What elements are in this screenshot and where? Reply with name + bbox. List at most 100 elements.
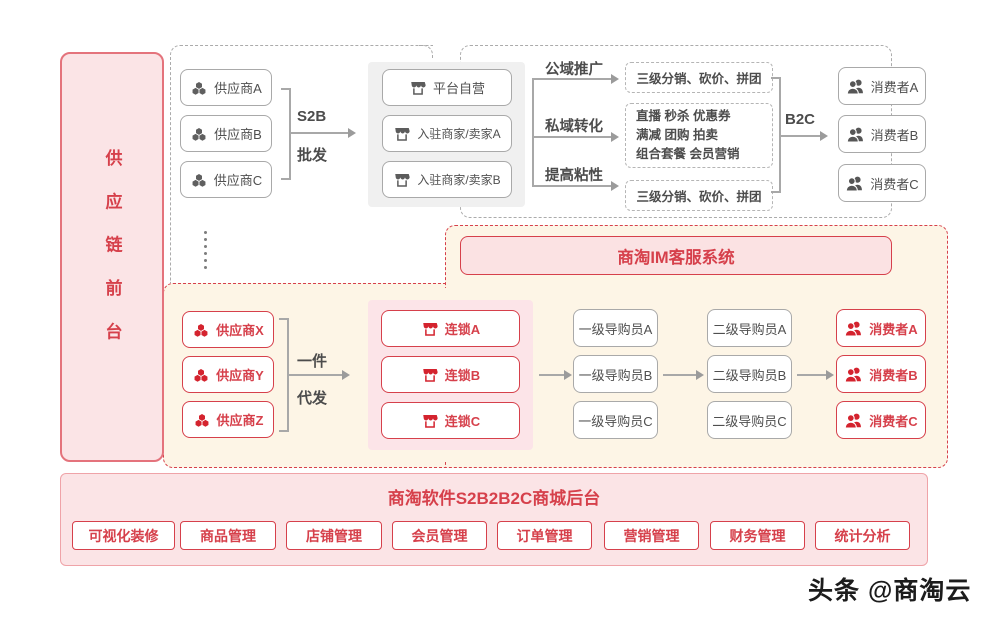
b2c-bracket-stub-bottom	[771, 191, 779, 193]
chain-b-box: 连锁B	[381, 356, 520, 393]
guide-level1-b-label: 一级导购员B	[578, 367, 653, 383]
consumer-b-label-top: 消费者B	[870, 127, 919, 143]
chain-a-label: 连锁A	[444, 322, 481, 337]
consumers-icon	[846, 77, 865, 96]
consumers-icon	[844, 411, 863, 430]
im-customer-service-banner: 商淘IM客服系统	[460, 236, 892, 275]
distribution-promo-box-top: 三级分销、砍价、拼团	[625, 62, 773, 93]
settled-merchant-a-box: 入驻商家/卖家A	[382, 115, 512, 152]
guide-level2-b-box: 二级导购员B	[707, 355, 792, 393]
consumers-icon	[846, 125, 865, 144]
b2c-arrow	[779, 131, 828, 141]
s2b-label-line1: S2B	[297, 108, 327, 125]
settled-merchant-b-label: 入驻商家/卖家B	[417, 173, 501, 187]
guide-level2-a-label: 二级导购员A	[712, 321, 787, 337]
supplier-y-box: 供应商Y	[182, 356, 274, 393]
storefront-icon	[393, 125, 411, 143]
stickiness-label: 提高粘性	[545, 168, 603, 184]
s2b-bracket-stub-top	[281, 88, 289, 90]
module-product-management: 商品管理	[180, 521, 276, 550]
continuation-dots	[204, 231, 207, 269]
platform-self-operated-box: 平台自营	[382, 69, 512, 106]
private-domain-arrow	[532, 132, 619, 142]
guide-level1-b-box: 一级导购员B	[573, 355, 658, 393]
im-customer-service-label: 商淘IM客服系统	[617, 248, 735, 267]
platform-self-operated-label: 平台自营	[432, 81, 485, 96]
b2c-bracket-stub-top	[771, 77, 779, 79]
chain-to-guide1-arrow	[539, 370, 572, 380]
consumer-c-label-top: 消费者C	[870, 176, 919, 192]
guide2-to-consumer-arrow	[797, 370, 834, 380]
storefront-icon	[421, 320, 439, 338]
supplier-z-box: 供应商Z	[182, 401, 274, 438]
s2b-arrow	[289, 128, 356, 138]
b2c-label: B2C	[785, 111, 816, 128]
module-statistics-analysis: 统计分析	[815, 521, 910, 550]
module-member-management: 会员管理	[392, 521, 487, 550]
guide-level1-a-box: 一级导购员A	[573, 309, 658, 347]
branch-trunk-line	[532, 79, 534, 187]
consumers-icon	[844, 365, 863, 384]
s2b-bracket-line	[289, 88, 291, 180]
supplier-x-box: 供应商X	[182, 311, 274, 348]
supplier-z-label: 供应商Z	[216, 413, 264, 428]
module-finance-management: 财务管理	[710, 521, 805, 550]
marketing-tools-line3: 组合套餐 会员营销	[636, 146, 740, 161]
distribution-promo-top-label: 三级分销、砍价、拼团	[636, 72, 762, 86]
stickiness-arrow	[532, 181, 619, 191]
guide-level2-c-box: 二级导购员C	[707, 401, 792, 439]
backend-panel: 商淘软件S2B2B2C商城后台	[60, 473, 928, 566]
top-left-dashed-container-corner	[419, 45, 433, 58]
backend-title: 商淘软件S2B2B2C商城后台	[387, 489, 601, 508]
consumer-a-label-middle: 消费者A	[869, 321, 918, 337]
distribution-promo-bottom-label: 三级分销、砍价、拼团	[636, 190, 762, 204]
consumer-b-box-top: 消费者B	[838, 115, 926, 153]
marketing-tools-line1: 直播 秒杀 优惠券	[636, 109, 731, 124]
supplier-a-label: 供应商A	[214, 81, 262, 96]
consumer-a-box-middle: 消费者A	[836, 309, 926, 347]
supplier-y-label: 供应商Y	[216, 368, 264, 383]
dropship-bracket-stub-bottom	[279, 430, 287, 432]
supplier-cubes-icon	[190, 171, 208, 189]
consumer-c-box-top: 消费者C	[838, 164, 926, 202]
module-order-management: 订单管理	[497, 521, 592, 550]
private-domain-label: 私域转化	[545, 119, 603, 135]
consumer-c-label-middle: 消费者C	[869, 413, 918, 429]
supplier-c-label: 供应商C	[213, 173, 263, 188]
dropship-label-line1: 一件	[297, 353, 328, 370]
supplier-cubes-icon	[190, 125, 208, 143]
guide-level1-c-label: 一级导购员C	[578, 413, 653, 429]
supply-chain-front-desk-label: 供应链前台	[102, 148, 122, 366]
chain-b-label: 连锁B	[444, 368, 481, 383]
guide-level2-b-label: 二级导购员B	[712, 367, 787, 383]
settled-merchant-b-box: 入驻商家/卖家B	[382, 161, 512, 198]
guide-level2-c-label: 二级导购员C	[712, 413, 787, 429]
settled-merchant-a-label: 入驻商家/卖家A	[417, 127, 501, 141]
marketing-tools-box: 直播 秒杀 优惠券 满减 团购 拍卖 组合套餐 会员营销	[625, 103, 773, 168]
consumer-b-label-middle: 消费者B	[869, 367, 918, 383]
supplier-b-label: 供应商B	[214, 127, 262, 142]
supplier-cubes-icon	[192, 321, 210, 339]
guide-level2-a-box: 二级导购员A	[707, 309, 792, 347]
consumer-b-box-middle: 消费者B	[836, 355, 926, 393]
supplier-b-box: 供应商B	[180, 115, 272, 152]
guide-level1-c-box: 一级导购员C	[573, 401, 658, 439]
s2b-bracket-stub-bottom	[281, 178, 289, 180]
consumer-a-box-top: 消费者A	[838, 67, 926, 105]
supplier-cubes-icon	[192, 366, 210, 384]
consumers-icon	[844, 319, 863, 338]
guide1-to-guide2-arrow	[663, 370, 704, 380]
chain-c-label: 连锁C	[444, 414, 481, 429]
public-domain-arrow	[532, 74, 619, 84]
consumer-c-box-middle: 消费者C	[836, 401, 926, 439]
supply-chain-front-desk-bar: 供应链前台	[60, 52, 164, 462]
supplier-a-box: 供应商A	[180, 69, 272, 106]
storefront-icon	[409, 79, 427, 97]
supplier-cubes-icon	[193, 411, 211, 429]
dropship-bracket-stub-top	[279, 318, 287, 320]
storefront-icon	[421, 412, 439, 430]
dropship-label-line2: 代发	[297, 390, 328, 407]
marketing-tools-line2: 满减 团购 拍卖	[636, 128, 718, 143]
s2b-label-line2: 批发	[297, 147, 328, 164]
